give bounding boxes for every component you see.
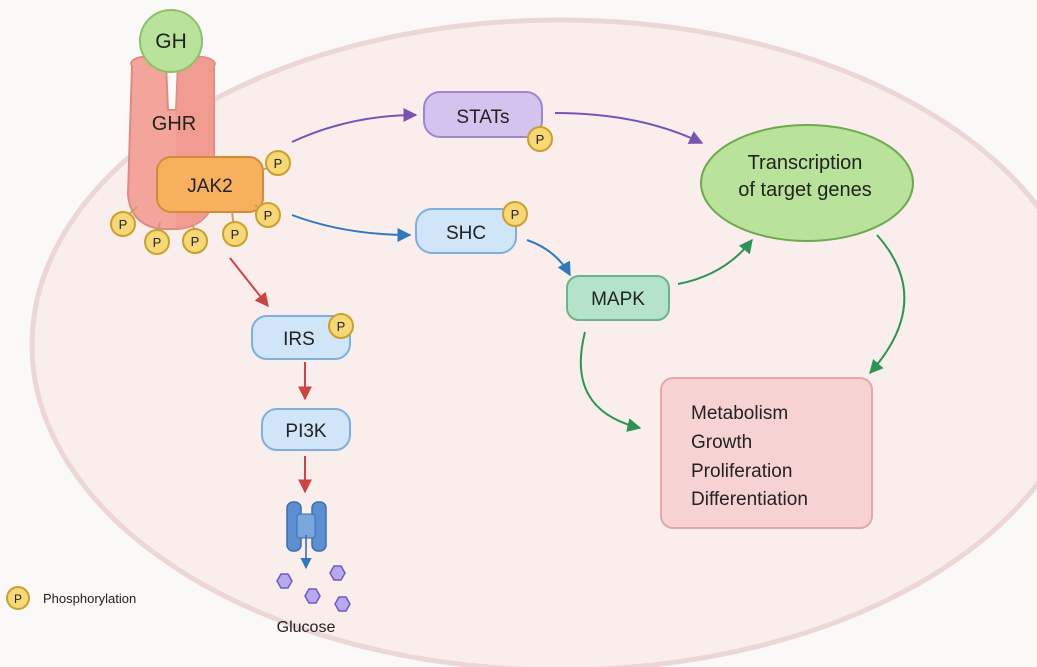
svg-text:P: P <box>14 592 22 606</box>
svg-text:P: P <box>231 227 240 242</box>
irs-node <box>251 315 351 360</box>
svg-text:P: P <box>153 235 162 250</box>
outcome-item: Metabolism <box>691 403 788 424</box>
phospho-badge-irs: P <box>328 313 354 339</box>
shc-node <box>415 208 517 254</box>
phospho-badge-jak2-top: P <box>265 150 291 176</box>
transcription-line2: of target genes <box>738 179 871 201</box>
stats-node <box>423 91 543 138</box>
outcomes-box <box>660 377 873 529</box>
gh-ligand <box>139 9 203 73</box>
glucose-label: Glucose <box>277 619 336 636</box>
svg-text:P: P <box>511 207 520 222</box>
outcome-item: Differentiation <box>691 489 808 510</box>
svg-text:P: P <box>536 132 545 147</box>
legend-phospho-icon <box>6 586 30 610</box>
svg-text:P: P <box>119 217 128 232</box>
transcription-node <box>700 124 914 242</box>
phospho-badge-5: P <box>255 202 281 228</box>
arrow-mapk-to-transcription <box>677 238 753 285</box>
legend-label: Phosphorylation <box>43 591 136 606</box>
phospho-badge-2: P <box>144 229 170 255</box>
stats-label: STATs <box>456 107 509 128</box>
arrow-jak2-to-stats <box>291 108 418 143</box>
transcription-line1: Transcription <box>748 152 863 174</box>
outcome-item: Proliferation <box>691 461 792 482</box>
phospho-badge-4: P <box>222 221 248 247</box>
mapk-label: MAPK <box>591 289 645 310</box>
mapk-node <box>566 275 670 321</box>
phospho-badge-3: P <box>182 228 208 254</box>
glucose-molecules <box>276 565 351 612</box>
pi3k-label: PI3K <box>285 421 327 442</box>
jak2-box <box>156 156 264 213</box>
ligand-label: GH <box>155 30 187 53</box>
svg-text:P: P <box>337 319 346 334</box>
kinase-label: JAK2 <box>187 176 232 197</box>
phospho-badge-1: P <box>110 211 136 237</box>
arrow-shc-to-mapk <box>526 239 571 277</box>
phospho-badge-stats: P <box>527 126 553 152</box>
phospho-badges: P P P P P P <box>110 150 291 255</box>
arrow-jak2-to-shc <box>291 214 412 242</box>
phospho-badge-shc: P <box>502 201 528 227</box>
arrow-jak2-to-irs <box>229 257 269 308</box>
arrow-transcription-to-outcomes <box>869 234 906 375</box>
legend: P Phosphorylation <box>6 586 136 610</box>
arrow-mapk-to-outcomes <box>579 331 642 432</box>
irs-label: IRS <box>283 329 315 350</box>
svg-text:P: P <box>274 156 283 171</box>
svg-text:P: P <box>191 234 200 249</box>
arrow-stats-to-transcription <box>554 112 704 144</box>
receptor-label: GHR <box>152 113 196 135</box>
svg-text:P: P <box>264 208 273 223</box>
outcome-item: Growth <box>691 432 752 453</box>
pi3k-node <box>261 408 351 451</box>
shc-label: SHC <box>446 223 486 244</box>
